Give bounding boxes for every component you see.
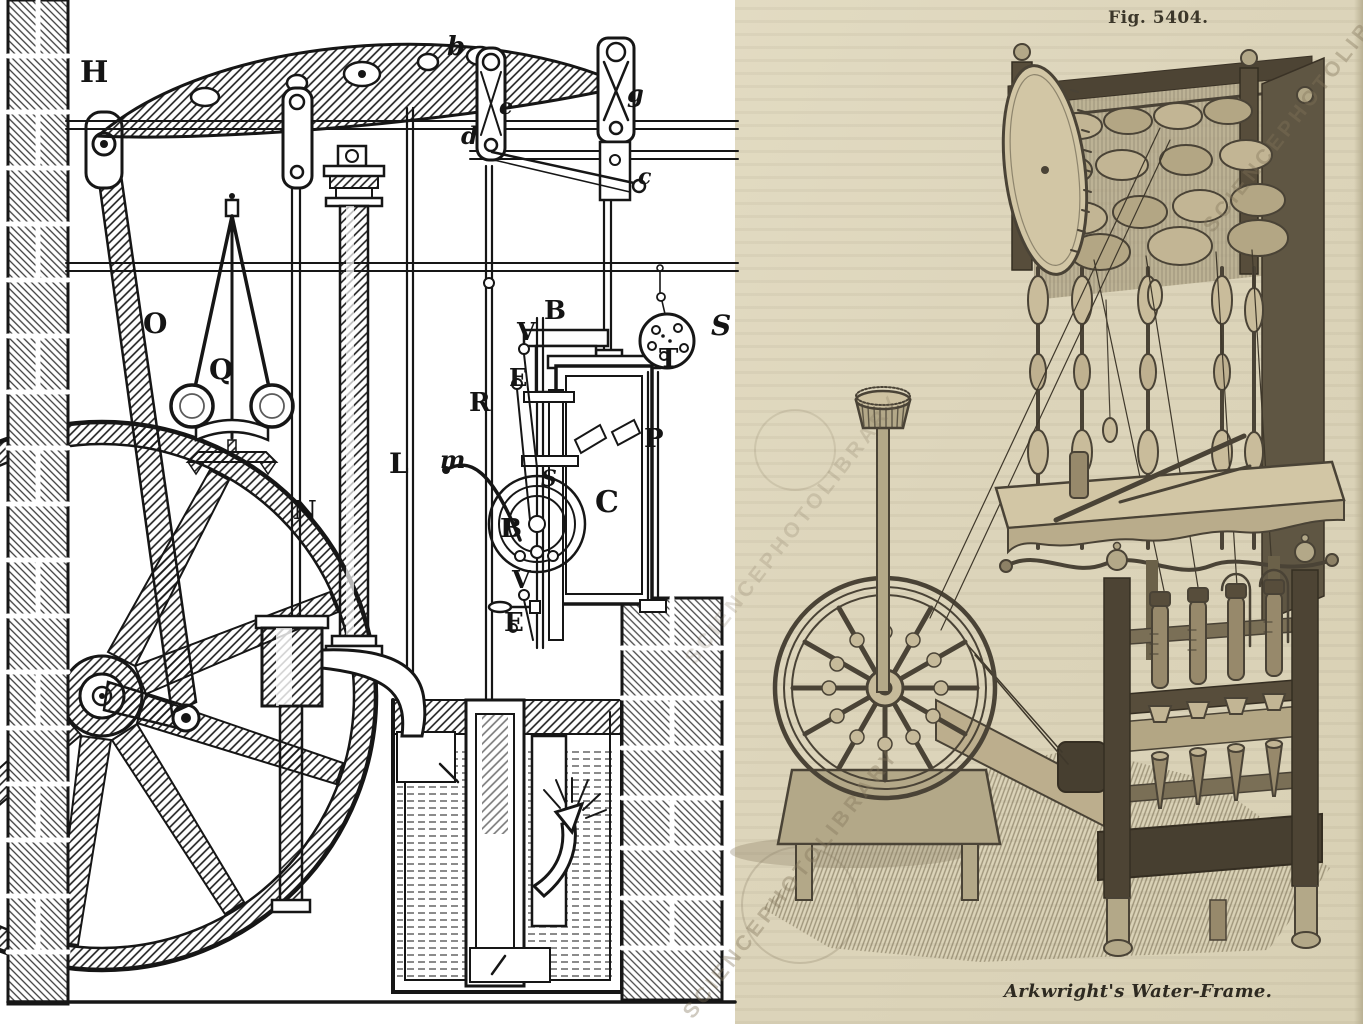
label-Q: Q bbox=[209, 353, 234, 386]
engine-pit bbox=[391, 698, 624, 994]
figure-number: Fig. 5404. bbox=[1108, 8, 1209, 28]
label-B: B bbox=[544, 296, 566, 326]
connecting-rod bbox=[84, 110, 198, 715]
valve-gear bbox=[442, 316, 587, 650]
label-N: N bbox=[293, 496, 317, 526]
crank-shaft bbox=[854, 386, 912, 693]
pump-rods bbox=[290, 106, 613, 764]
label-P: P bbox=[644, 424, 664, 454]
label-V: V bbox=[517, 317, 536, 346]
mid-table bbox=[994, 299, 1346, 573]
figure-caption: Arkwright's Water-Frame. bbox=[1004, 981, 1273, 1002]
spindle-frame bbox=[1097, 533, 1323, 957]
drive-roller bbox=[1057, 741, 1107, 793]
spindle-points bbox=[1150, 739, 1284, 809]
label-R: R bbox=[469, 388, 491, 418]
walking-beam bbox=[94, 36, 647, 202]
label-S2: S bbox=[541, 466, 557, 492]
bobbins bbox=[1149, 568, 1290, 689]
label-V2: V bbox=[512, 565, 531, 594]
brick-wall bbox=[5, 0, 71, 1006]
turned-columns bbox=[929, 127, 1275, 631]
label-g: g bbox=[627, 79, 644, 108]
wall-lines bbox=[65, 120, 739, 272]
wheel-bench bbox=[776, 768, 1002, 901]
label-O: O bbox=[143, 307, 168, 340]
label-E2: E bbox=[504, 608, 524, 638]
centrifugal-governor bbox=[169, 193, 295, 476]
label-S: S bbox=[711, 309, 732, 342]
whorls bbox=[1147, 693, 1287, 723]
feed-pump bbox=[254, 614, 427, 914]
label-E: E bbox=[509, 363, 528, 392]
steam-engine-diagram bbox=[0, 0, 739, 1006]
label-b: b bbox=[447, 32, 466, 62]
water-frame-engraving bbox=[730, 43, 1346, 964]
label-B2: B bbox=[500, 514, 522, 544]
label-e: e bbox=[499, 94, 513, 120]
spur-gear-disc bbox=[1001, 64, 1093, 276]
drive-wheel bbox=[772, 575, 998, 801]
brick-pier bbox=[619, 595, 725, 1002]
label-d: d bbox=[461, 121, 478, 150]
top-housing bbox=[1001, 43, 1325, 624]
watermark-roundel bbox=[754, 409, 836, 491]
label-C: C bbox=[595, 485, 619, 520]
support-column bbox=[322, 164, 386, 658]
label-T: T bbox=[659, 344, 679, 374]
label-m: m bbox=[440, 445, 466, 474]
label-H: H bbox=[80, 55, 109, 90]
label-L: L bbox=[389, 447, 409, 480]
steam-cylinder bbox=[522, 264, 696, 613]
label-c: c bbox=[638, 164, 652, 190]
